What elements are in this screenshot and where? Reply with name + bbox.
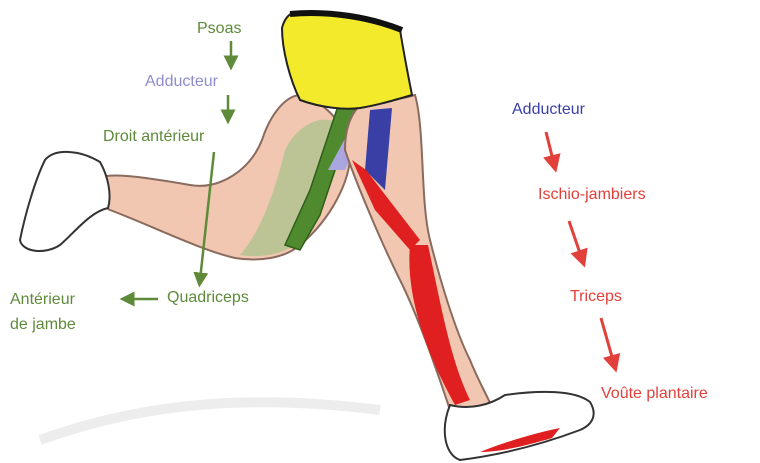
- label-voute-plantaire: Voûte plantaire: [601, 385, 708, 403]
- label-droit-anterieur: Droit antérieur: [103, 128, 204, 146]
- arrow-down-icon: [546, 132, 554, 164]
- label-quadriceps: Quadriceps: [167, 289, 249, 307]
- arrow-down-icon: [569, 221, 582, 259]
- label-anterieur-de-jambe-line2: de jambe: [10, 316, 76, 334]
- ground-shadow: [40, 402, 380, 440]
- front-shoe: [20, 152, 110, 251]
- label-psoas: Psoas: [197, 20, 241, 38]
- label-adducteur-back: Adducteur: [512, 101, 585, 119]
- label-anterieur-de-jambe-line1: Antérieur: [10, 291, 75, 309]
- arrow-down-icon: [601, 318, 614, 364]
- label-ischio-jambiers: Ischio-jambiers: [538, 186, 646, 204]
- label-triceps: Triceps: [570, 288, 622, 306]
- label-adducteur-front: Adducteur: [145, 73, 218, 91]
